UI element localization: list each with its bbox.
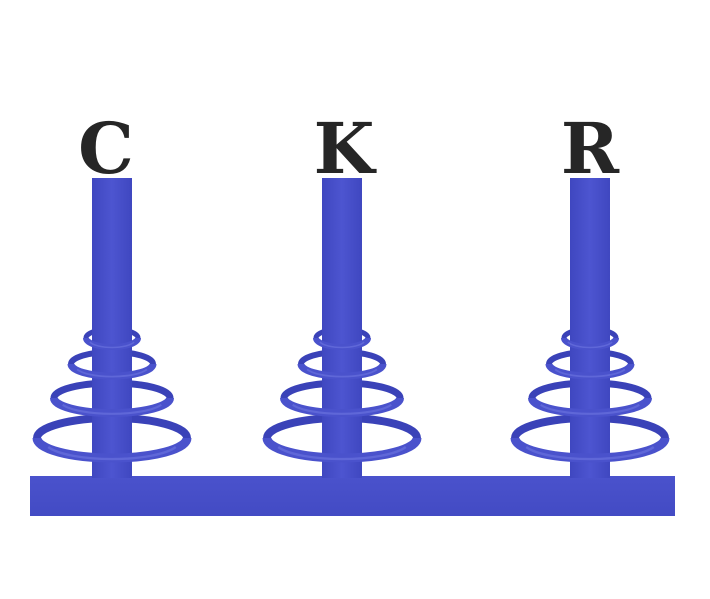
ring-highlight-1: [319, 341, 365, 349]
peg-pole: [322, 178, 362, 478]
peg-label: C: [78, 107, 134, 190]
peg-label: K: [314, 107, 377, 190]
peg-pole: [570, 178, 610, 478]
ring-highlight-4: [47, 446, 177, 461]
ring-highlight-2: [554, 368, 626, 378]
ring-highlight-2: [306, 368, 378, 378]
ring-highlight-1: [567, 341, 613, 349]
peg-pole: [92, 178, 132, 478]
ring-highlight-2: [76, 368, 148, 378]
peg-r[interactable]: R: [510, 107, 670, 478]
ring-highlight-4: [277, 446, 407, 461]
ring-highlight-3: [292, 403, 392, 415]
peg-label: R: [561, 107, 620, 190]
ring-highlight-1: [89, 341, 135, 349]
ring-highlight-4: [525, 446, 655, 461]
ring-highlight-3: [62, 403, 162, 415]
peg-c[interactable]: C: [32, 107, 192, 478]
peg-k[interactable]: K: [262, 107, 422, 478]
base-board: [30, 476, 675, 516]
ring-highlight-3: [540, 403, 640, 415]
